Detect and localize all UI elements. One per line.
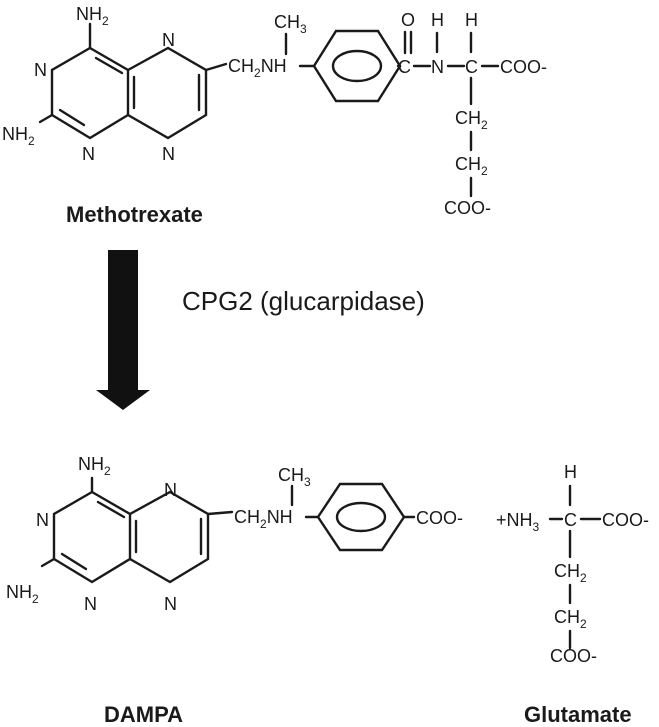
side-chain-ch2: CH2 xyxy=(455,154,488,178)
amino-bond xyxy=(40,557,56,568)
pteridine-left-ring xyxy=(52,490,132,584)
amide-nitrogen: N xyxy=(431,57,444,77)
carboxylate-label: COO- xyxy=(602,510,649,530)
ring-nitrogen: N xyxy=(34,60,47,80)
methyl-label: CH3 xyxy=(278,465,311,489)
pteridine-right-ring xyxy=(129,490,210,584)
amino-label: NH2 xyxy=(2,124,35,148)
alpha-hydrogen: H xyxy=(465,10,478,30)
carboxylate-label: COO- xyxy=(416,508,463,528)
methylene-label: CH2NH xyxy=(228,56,287,80)
aromatic-circle xyxy=(335,501,387,533)
double-bond xyxy=(94,56,124,75)
double-bond xyxy=(58,108,86,127)
ring-nitrogen: N xyxy=(164,594,177,614)
pteridine-right-ring xyxy=(127,46,208,140)
glutamate-caption: Glutamate xyxy=(524,702,632,727)
dampa-structure: NH2 NH2 N N N N CH2NH CH3 COO- xyxy=(6,454,463,614)
ammonium-label: +NH3 xyxy=(496,510,540,534)
benzene-ring xyxy=(316,482,406,552)
methylene-label: CH2NH xyxy=(234,507,293,531)
methotrexate-caption: Methotrexate xyxy=(66,202,203,227)
amino-label: NH2 xyxy=(78,454,111,478)
methylene-bond xyxy=(204,62,228,72)
side-chain-ch2: CH2 xyxy=(455,108,488,132)
carbonyl-carbon: C xyxy=(398,57,411,77)
carbonyl-oxygen: O xyxy=(401,10,415,30)
pteridine-left-ring xyxy=(50,46,130,140)
amino-label: NH2 xyxy=(76,4,109,28)
alpha-carbon: C xyxy=(465,57,478,77)
aromatic-circle xyxy=(331,49,383,83)
benzene-ring xyxy=(312,29,402,103)
carboxylate-label: COO- xyxy=(444,198,491,218)
ring-nitrogen: N xyxy=(84,594,97,614)
methyl-label: CH3 xyxy=(274,12,307,36)
side-chain-ch2: CH2 xyxy=(554,607,587,631)
amide-hydrogen: H xyxy=(431,10,444,30)
carboxylate-label: COO- xyxy=(500,57,547,77)
carboxylate-label: COO- xyxy=(550,646,597,666)
ring-nitrogen: N xyxy=(162,144,175,164)
ring-nitrogen: N xyxy=(162,30,175,50)
side-chain-ch2: CH2 xyxy=(554,561,587,585)
alpha-carbon: C xyxy=(564,510,577,530)
ring-nitrogen: N xyxy=(164,480,177,500)
reaction-arrow xyxy=(96,250,150,410)
double-bond xyxy=(96,500,126,519)
double-bond xyxy=(60,552,88,571)
dampa-caption: DAMPA xyxy=(104,702,183,727)
methylene-bond xyxy=(206,510,234,516)
ring-nitrogen: N xyxy=(82,144,95,164)
methotrexate-structure: NH2 NH2 N N N N CH2NH CH3 C O N H C H xyxy=(2,4,547,218)
alpha-hydrogen: H xyxy=(564,462,577,482)
ring-nitrogen: N xyxy=(36,510,49,530)
enzyme-label: CPG2 (glucarpidase) xyxy=(182,286,425,316)
amino-label: NH2 xyxy=(6,582,39,606)
amino-bond xyxy=(38,113,54,124)
glutamate-structure: +NH3 C H COO- CH2 CH2 COO- xyxy=(496,462,649,666)
